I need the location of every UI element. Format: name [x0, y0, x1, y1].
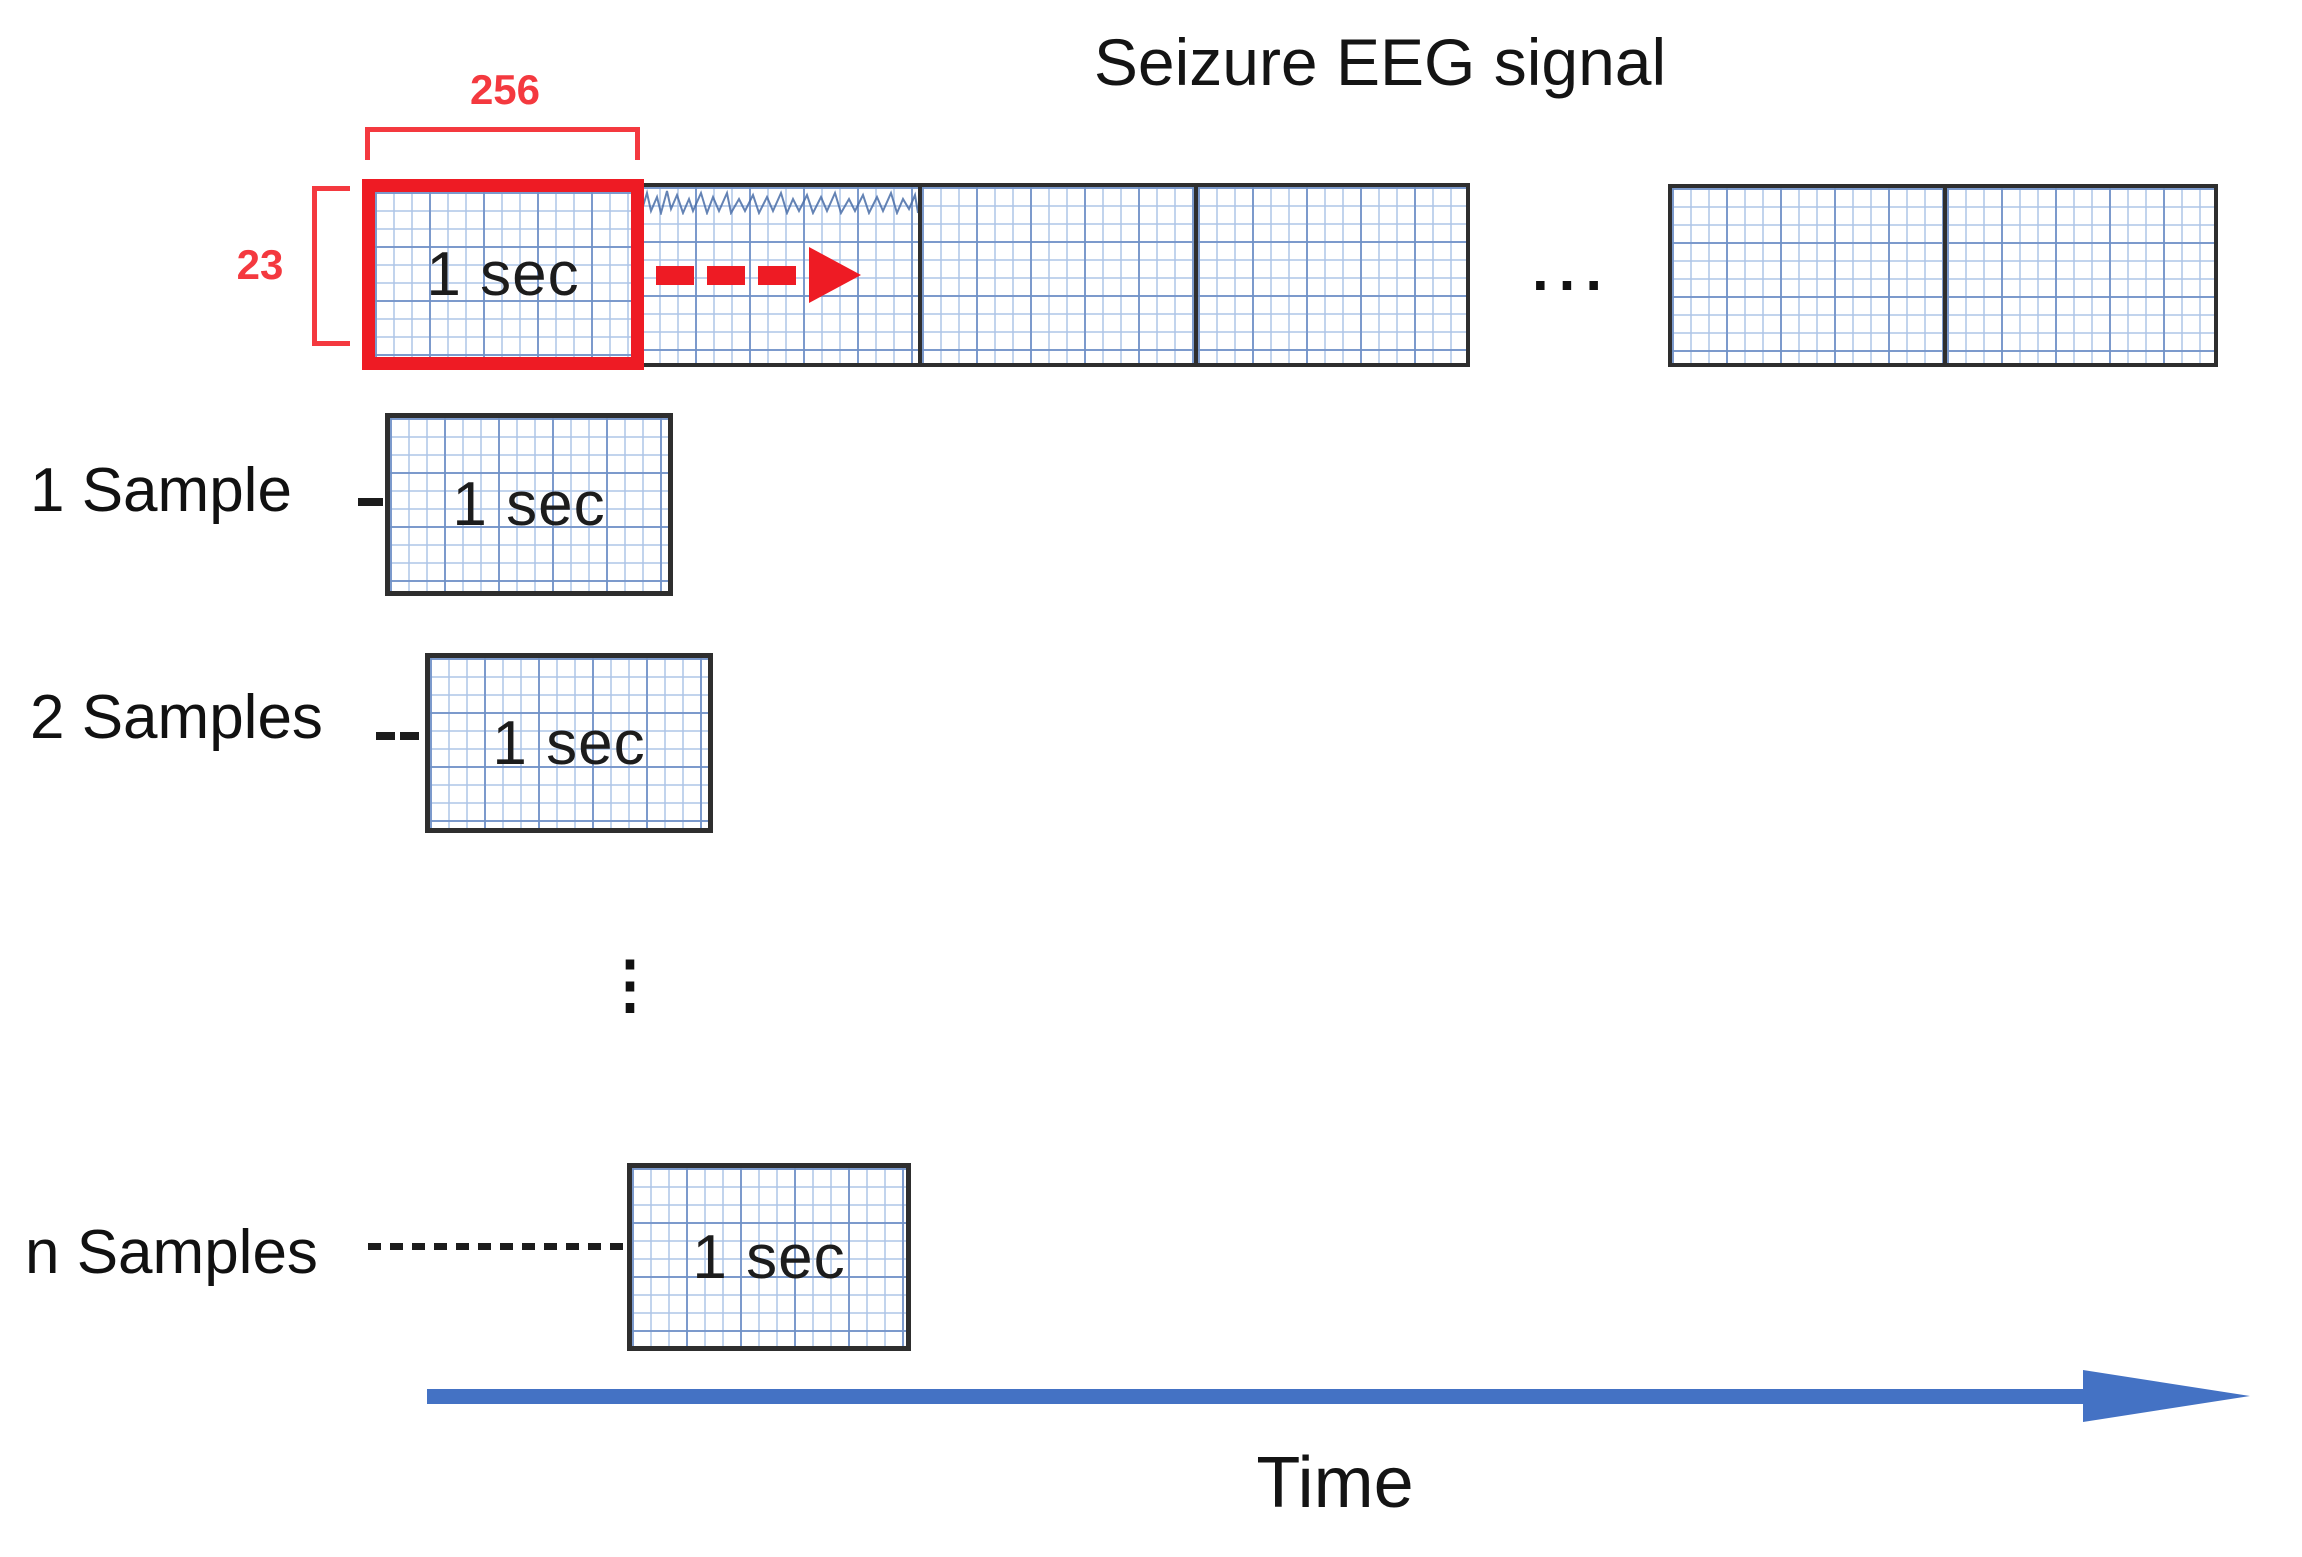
width-bracket-right-tick [635, 127, 640, 160]
channel-count-label: 23 [236, 241, 284, 288]
eeg-strip-segment-6 [1943, 184, 2218, 367]
eeg-strip-segment-4 [1194, 183, 1470, 367]
sliding-window-duration-label: 1 sec [426, 240, 580, 309]
time-axis-label: Time [1256, 1443, 1414, 1523]
figure-title: Seizure EEG signal [1093, 25, 1667, 99]
arrow-head [809, 247, 861, 303]
row-label-1-sample: 1 Sample [30, 456, 292, 525]
slide-direction-arrow-icon [656, 247, 861, 303]
sample-1-duration-label: 1 sec [452, 470, 606, 539]
width-bracket-left-tick [365, 127, 370, 160]
row-n-connector-dotted-line [368, 1243, 624, 1250]
row-1-connector-dash [358, 498, 383, 506]
time-axis-line [427, 1389, 2083, 1404]
row-2-connector-dashes [376, 732, 419, 740]
sample-n-window-box: 1 sec [627, 1163, 911, 1351]
eeg-strip-segment-5 [1668, 184, 1947, 367]
row-label-n-samples: n Samples [25, 1218, 318, 1287]
strip-ellipsis: ... [1532, 236, 1613, 303]
sample-2-window-box: 1 sec [425, 653, 713, 833]
width-bracket-line [365, 127, 640, 132]
sample-1-window-box: 1 sec [385, 413, 673, 596]
arrow-dash [707, 265, 745, 285]
arrow-dash [758, 265, 796, 285]
height-bracket-bottom-foot [312, 341, 350, 346]
rows-vertical-ellipsis: ⋮ [598, 948, 662, 1020]
eeg-trace-decoration [641, 189, 918, 215]
row-label-2-samples: 2 Samples [30, 683, 323, 752]
eeg-strip-segment-3 [918, 183, 1198, 367]
time-axis-arrowhead-icon [2083, 1370, 2250, 1422]
window-width-label: 256 [469, 66, 541, 113]
sample-n-duration-label: 1 sec [692, 1222, 846, 1292]
sample-2-duration-label: 1 sec [492, 708, 646, 778]
height-bracket-top-foot [312, 186, 350, 191]
height-bracket-line [312, 186, 317, 346]
arrow-dash [656, 265, 694, 285]
sliding-window-box: 1 sec [362, 179, 644, 370]
